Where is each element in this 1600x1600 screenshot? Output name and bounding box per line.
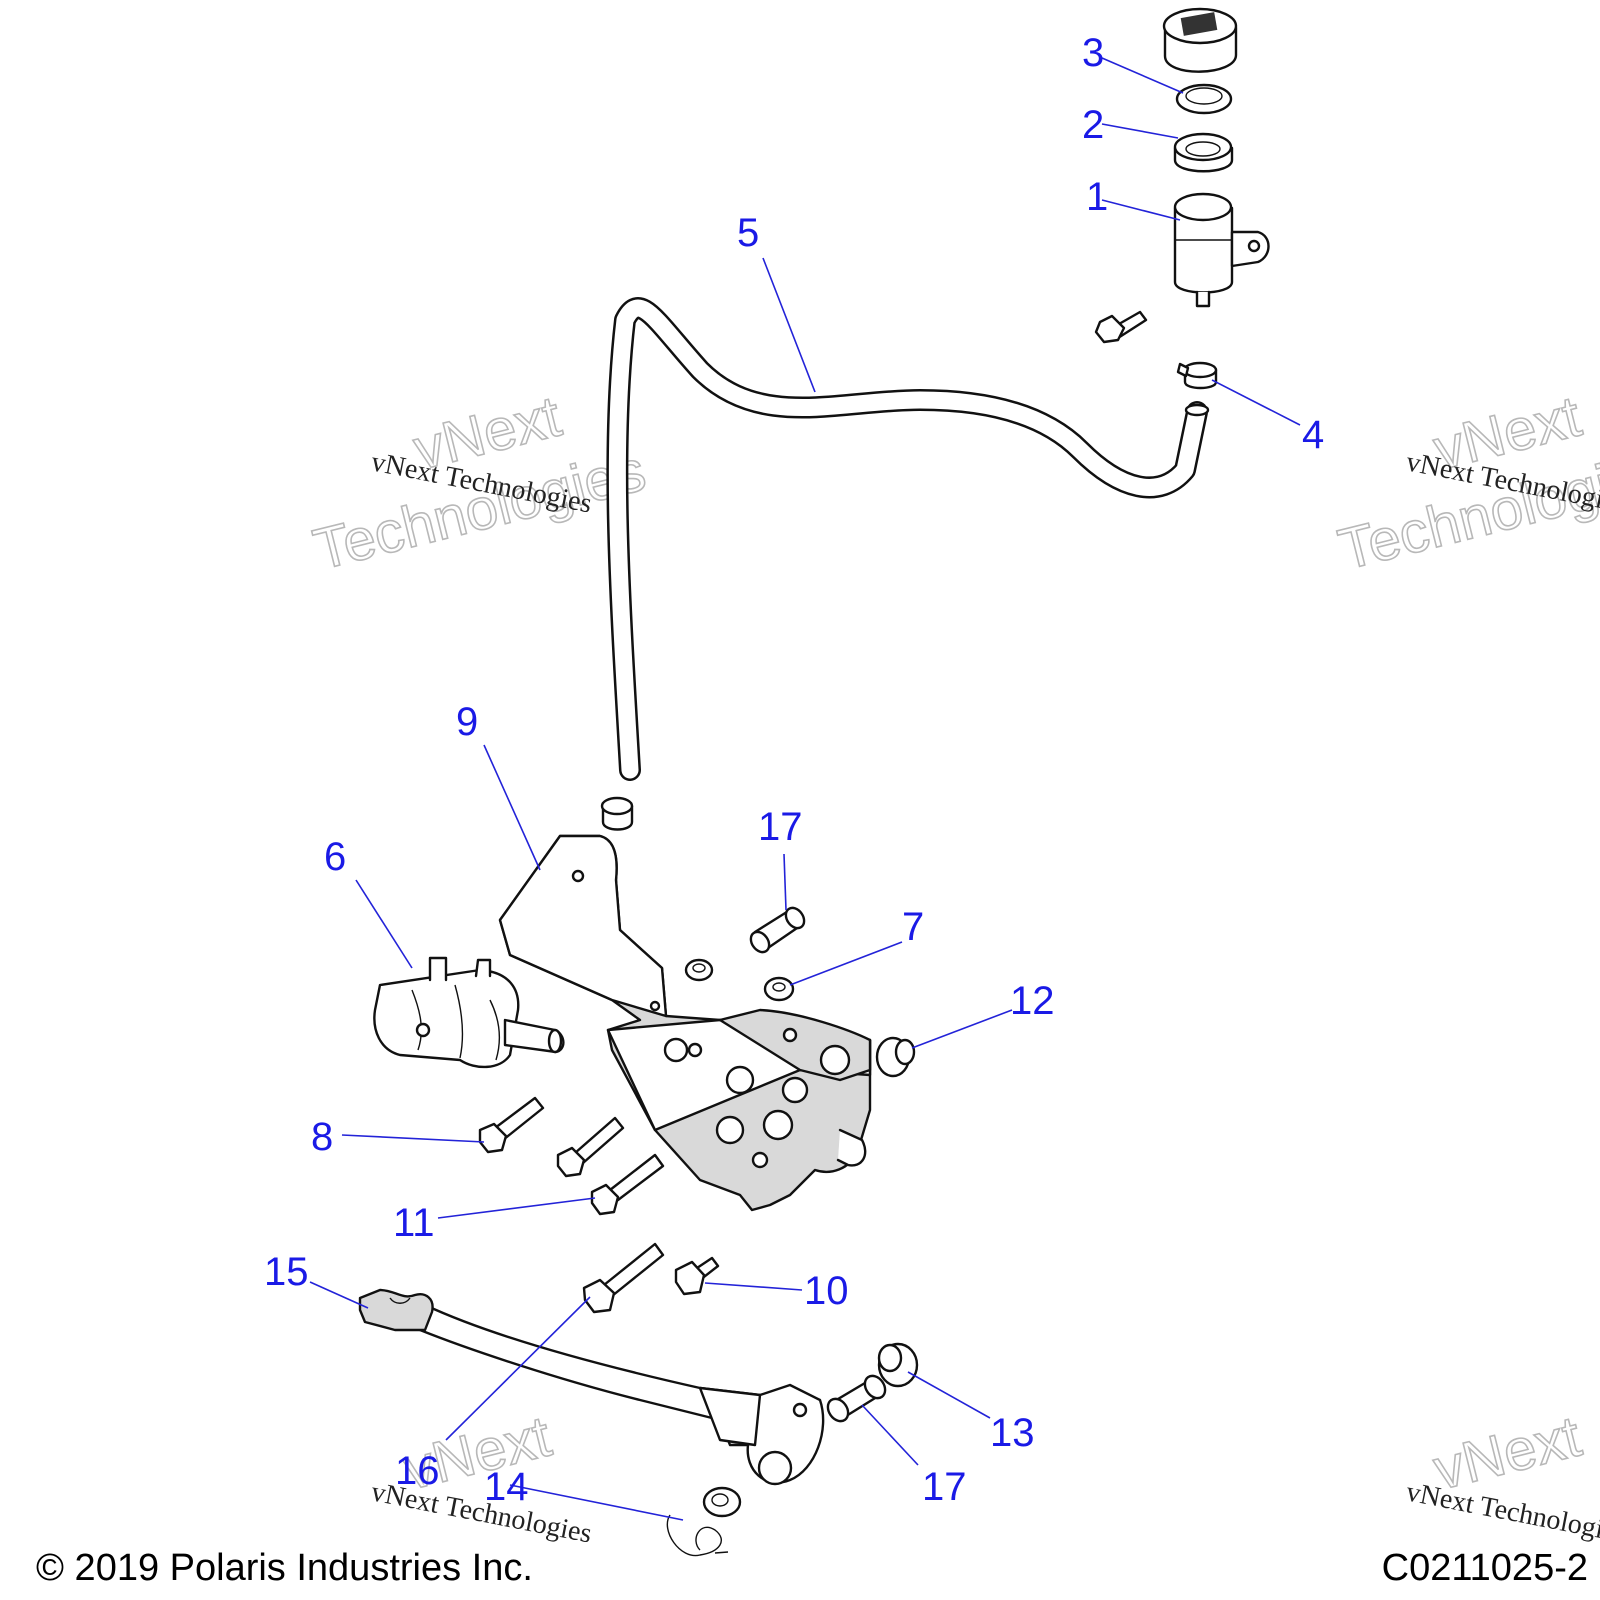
reservoir-cap-drawing — [1162, 7, 1238, 73]
callout-12: 12 — [1010, 979, 1055, 1023]
leader-11 — [437, 1197, 596, 1219]
callout-8: 8 — [311, 1115, 333, 1159]
leader-lines — [309, 57, 1301, 1521]
reservoir-bolt-drawing — [1094, 310, 1148, 344]
callout-9: 9 — [456, 700, 478, 744]
pedal-arm-drawing — [358, 1288, 825, 1486]
callout-3: 3 — [1082, 31, 1104, 75]
watermark-group-left-top: vNext Technologies vNext Technologies — [307, 383, 653, 584]
leader-13 — [907, 1371, 991, 1419]
callout-10: 10 — [804, 1269, 849, 1313]
master-cylinder-drawing — [373, 956, 565, 1069]
leader-5 — [762, 257, 816, 393]
hose-clamp-drawing — [1176, 361, 1218, 390]
callout-5: 5 — [737, 211, 759, 255]
leader-10 — [704, 1282, 803, 1291]
diagram-code: C0211025-2 — [1382, 1547, 1588, 1589]
callout-1: 1 — [1086, 175, 1108, 219]
bolt-10-drawing — [674, 1256, 720, 1296]
leader-4 — [1211, 379, 1301, 426]
bracket-drawing — [498, 834, 872, 1212]
leader-9 — [483, 744, 541, 871]
bushing-7-drawing — [763, 976, 795, 1002]
leader-3 — [1101, 57, 1184, 94]
sleeve-upper-drawing — [749, 906, 806, 954]
leader-17a — [783, 853, 787, 911]
leader-1 — [1101, 199, 1181, 221]
leader-7 — [789, 941, 903, 986]
seal-ring-drawing — [1173, 132, 1234, 173]
leader-17b — [861, 1404, 919, 1466]
bolt-16-drawing — [582, 1242, 665, 1314]
bolt-8-drawing — [478, 1096, 545, 1154]
diaphragm-disk-drawing — [1175, 83, 1233, 115]
watermark-group-right-top: vNext Technologies vNext Technologies — [1332, 383, 1600, 584]
leader-16 — [445, 1296, 591, 1441]
leader-14 — [509, 1484, 684, 1521]
reservoir-body-drawing — [1173, 192, 1270, 308]
bushing-12-drawing — [875, 1036, 916, 1078]
leader-15 — [309, 1281, 369, 1309]
bolt-middle-drawing — [556, 1116, 625, 1178]
callout-2: 2 — [1082, 103, 1104, 147]
callout-4: 4 — [1302, 413, 1324, 457]
sleeve-lower-drawing — [826, 1374, 887, 1423]
callout-14: 14 — [484, 1465, 529, 1509]
bushing-13-drawing — [877, 1342, 919, 1388]
leader-2 — [1101, 123, 1179, 139]
leader-8 — [341, 1134, 485, 1143]
copyright-text: © 2019 Polaris Industries Inc. — [36, 1547, 533, 1589]
callout-15: 15 — [264, 1250, 309, 1294]
leader-12 — [911, 1009, 1013, 1049]
lower-hose-clamp-drawing — [600, 796, 634, 831]
watermark-group-right-bottom: vNext vNext Technologies — [1404, 1403, 1600, 1550]
callout-17-upper: 17 — [758, 805, 803, 849]
callout-labels: 3 2 1 5 4 9 17 6 7 12 8 11 15 10 16 14 1… — [264, 31, 1324, 1509]
callout-7: 7 — [902, 905, 924, 949]
callout-6: 6 — [324, 835, 346, 879]
bolt-11-drawing — [590, 1153, 665, 1216]
callout-16: 16 — [395, 1449, 440, 1493]
callout-17-lower: 17 — [922, 1465, 967, 1509]
leader-6 — [355, 879, 413, 969]
hose-drawing — [606, 297, 1210, 781]
bushing-small-drawing — [684, 958, 714, 982]
spring-clip-drawing — [666, 1486, 742, 1557]
callout-11: 11 — [393, 1201, 435, 1245]
callout-13: 13 — [990, 1411, 1035, 1455]
